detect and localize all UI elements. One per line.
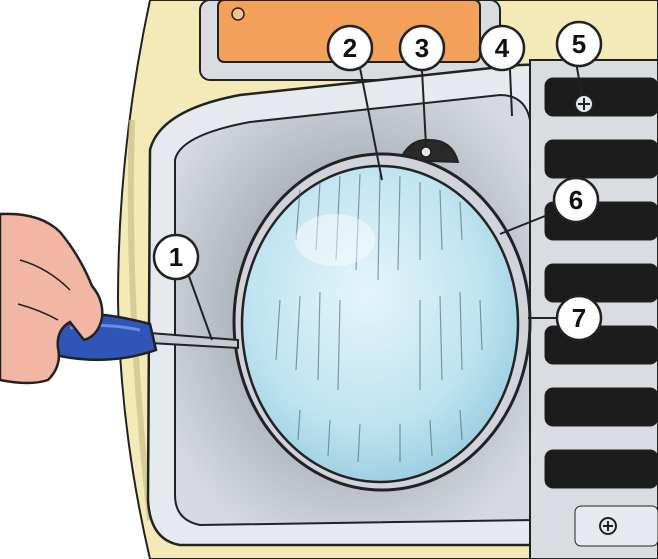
callout-label: 3 (415, 33, 429, 63)
adjusting-screw (398, 138, 460, 164)
headlight-lens (240, 164, 520, 484)
callout-6: 6 (552, 176, 600, 224)
radiator-grille (529, 59, 658, 559)
callout-5: 5 (555, 20, 603, 68)
leader-lines (185, 61, 583, 341)
callout-label: 7 (572, 303, 586, 333)
callout-label: 1 (169, 242, 183, 272)
callout-label: 2 (343, 33, 357, 63)
hand (0, 212, 104, 385)
callout-2: 2 (326, 24, 374, 72)
grille-screw (574, 94, 594, 114)
grille-screw-lower (599, 517, 617, 535)
callout-label: 5 (572, 29, 586, 59)
callout-7: 7 (555, 294, 603, 342)
callout-3: 3 (398, 24, 446, 72)
callout-1: 1 (152, 233, 200, 281)
callout-4: 4 (478, 24, 526, 72)
callout-label: 6 (569, 185, 583, 215)
callout-label: 4 (495, 33, 510, 63)
